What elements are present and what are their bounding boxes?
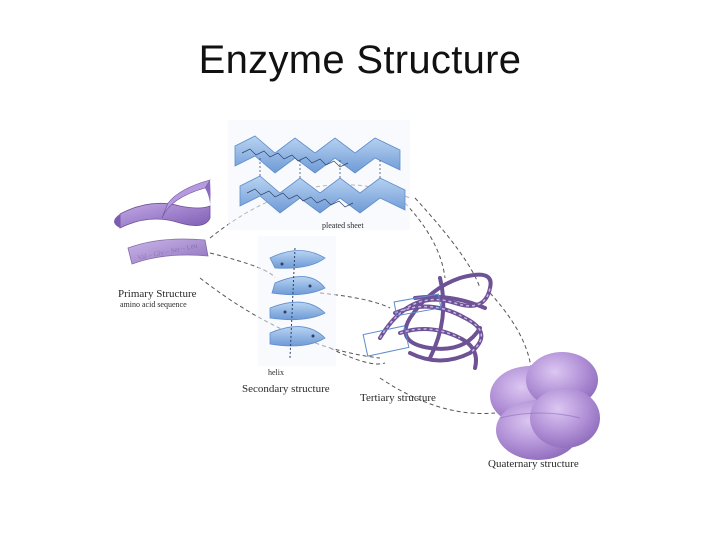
connector-sheet-to-tertiary-2 bbox=[414, 197, 481, 289]
connector-sheet-to-tertiary bbox=[399, 197, 446, 279]
pleated-sheet-label: pleated sheet bbox=[322, 221, 364, 230]
alpha-helix bbox=[258, 236, 336, 366]
connector-helix-to-tertiary-2 bbox=[329, 347, 386, 365]
tertiary-structure-label: Tertiary structure bbox=[360, 392, 436, 404]
primary-structure-ribbon: Val – Gly – Ser – Leu bbox=[114, 179, 211, 265]
tertiary-structure bbox=[362, 272, 493, 370]
pleated-sheet bbox=[228, 120, 410, 230]
helix-label: helix bbox=[268, 368, 284, 377]
primary-structure-sublabel: amino acid sequence bbox=[120, 300, 187, 309]
primary-structure-label: Primary Structure bbox=[118, 288, 197, 300]
secondary-structure-label: Secondary structure bbox=[242, 383, 330, 395]
quaternary-structure-label: Quaternary structure bbox=[488, 458, 579, 470]
connector-tertiary-to-quaternary-2 bbox=[379, 377, 496, 415]
protein-structure-diagram: Val – Gly – Ser – Leu bbox=[114, 120, 600, 460]
quaternary-structure bbox=[490, 352, 600, 460]
slide-title: Enzyme Structure bbox=[198, 38, 522, 82]
protein-structure-figure: Val – Gly – Ser – Leu bbox=[110, 118, 610, 488]
connector-primary-to-helix bbox=[209, 252, 276, 279]
connector-tertiary-to-quaternary bbox=[489, 292, 533, 394]
